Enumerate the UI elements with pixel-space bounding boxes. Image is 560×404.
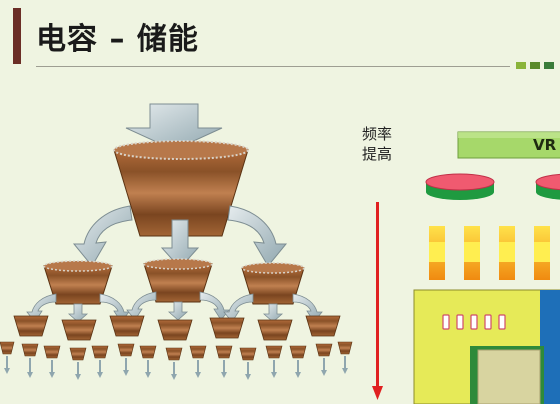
chip-package	[413, 289, 560, 404]
vr-label: VR	[533, 136, 557, 154]
cups-level-4	[0, 341, 353, 361]
frequency-label: 频率 提高	[362, 125, 393, 163]
cups-level-3	[13, 315, 341, 341]
bottom-arrows	[4, 356, 348, 380]
title-accent-bar	[13, 8, 21, 64]
package-pads	[442, 314, 506, 330]
bulk-capacitors	[425, 173, 560, 200]
branch-arrows-level-1	[72, 205, 288, 269]
accent-square	[530, 62, 540, 69]
frequency-arrow	[372, 202, 383, 400]
mlcc-capacitors	[429, 226, 550, 280]
accent-square	[516, 62, 526, 69]
vr-module-bar	[457, 131, 560, 159]
top-arrow	[125, 103, 223, 151]
slide-title: 电容 – 储能	[36, 22, 199, 57]
branch-arrows-level-2	[26, 291, 323, 323]
accent-square	[544, 62, 554, 69]
cup-level-1	[113, 140, 249, 237]
cups-level-2	[43, 258, 305, 305]
title-underline	[36, 66, 510, 67]
